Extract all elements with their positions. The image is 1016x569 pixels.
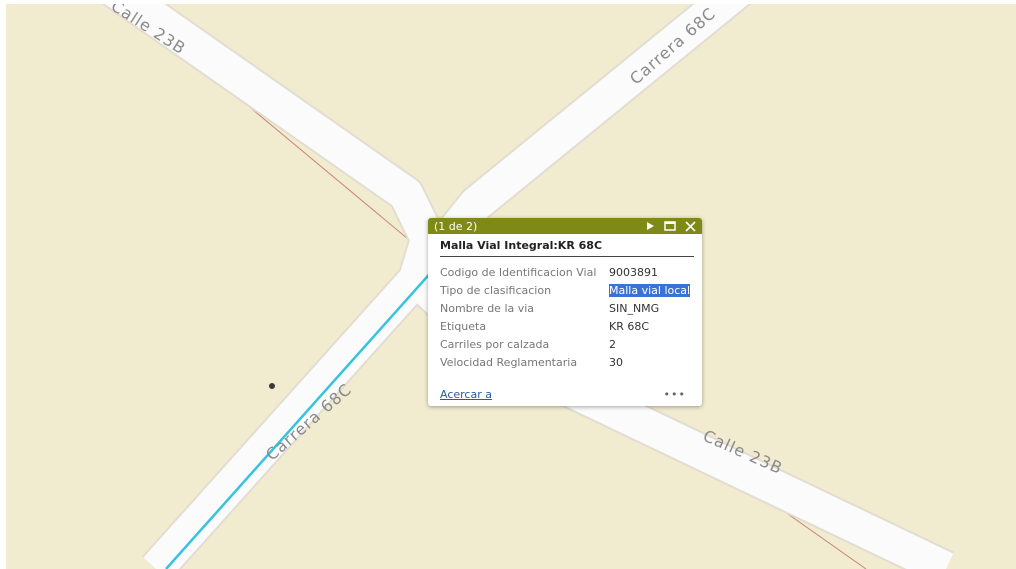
attribute-value: 9003891	[609, 265, 658, 279]
attribute-label: Carriles por calzada	[440, 337, 550, 351]
feature-count: (1 de 2)	[434, 219, 478, 233]
selected-text: Malla vial local	[609, 283, 691, 297]
attribute-table: Codigo de Identificacion Vial 9003891 Ti…	[438, 263, 692, 371]
attribute-row: Carriles por calzada 2	[438, 335, 692, 353]
popup-header: (1 de 2)	[428, 218, 702, 234]
maximize-icon[interactable]	[662, 219, 678, 233]
attribute-row: Nombre de la via SIN_NMG	[438, 299, 692, 317]
attribute-label: Tipo de clasificacion	[440, 283, 552, 297]
popup-footer: Acercar a •••	[440, 388, 686, 401]
attribute-label: Velocidad Reglamentaria	[440, 355, 578, 369]
more-actions-button[interactable]: •••	[663, 388, 686, 401]
attribute-row: Tipo de clasificacion Malla vial local	[438, 281, 692, 299]
map-point-marker[interactable]	[269, 383, 275, 389]
attribute-row: Etiqueta KR 68C	[438, 317, 692, 335]
attribute-value: Malla vial local	[607, 281, 692, 299]
map-view[interactable]: Calle 23B Carrera 68C Carrera 68C Calle …	[6, 4, 1016, 569]
attribute-value: 2	[609, 337, 616, 351]
attribute-label: Codigo de Identificacion Vial	[440, 265, 597, 279]
attribute-row: Codigo de Identificacion Vial 9003891	[438, 263, 692, 281]
selected-road-highlight[interactable]	[165, 221, 477, 569]
feature-popup: (1 de 2) Malla Vial Integral:KR 68C Codi…	[428, 218, 702, 406]
zoom-to-link[interactable]: Acercar a	[440, 388, 492, 401]
attribute-value: 30	[609, 355, 623, 369]
attribute-value: KR 68C	[609, 319, 650, 333]
close-icon[interactable]	[682, 219, 698, 233]
attribute-value: SIN_NMG	[609, 301, 660, 315]
attribute-label: Etiqueta	[440, 319, 487, 333]
popup-title: Malla Vial Integral:KR 68C	[440, 239, 694, 257]
attribute-label: Nombre de la via	[440, 301, 535, 315]
attribute-row: Velocidad Reglamentaria 30	[438, 353, 692, 371]
next-icon[interactable]	[642, 219, 658, 233]
